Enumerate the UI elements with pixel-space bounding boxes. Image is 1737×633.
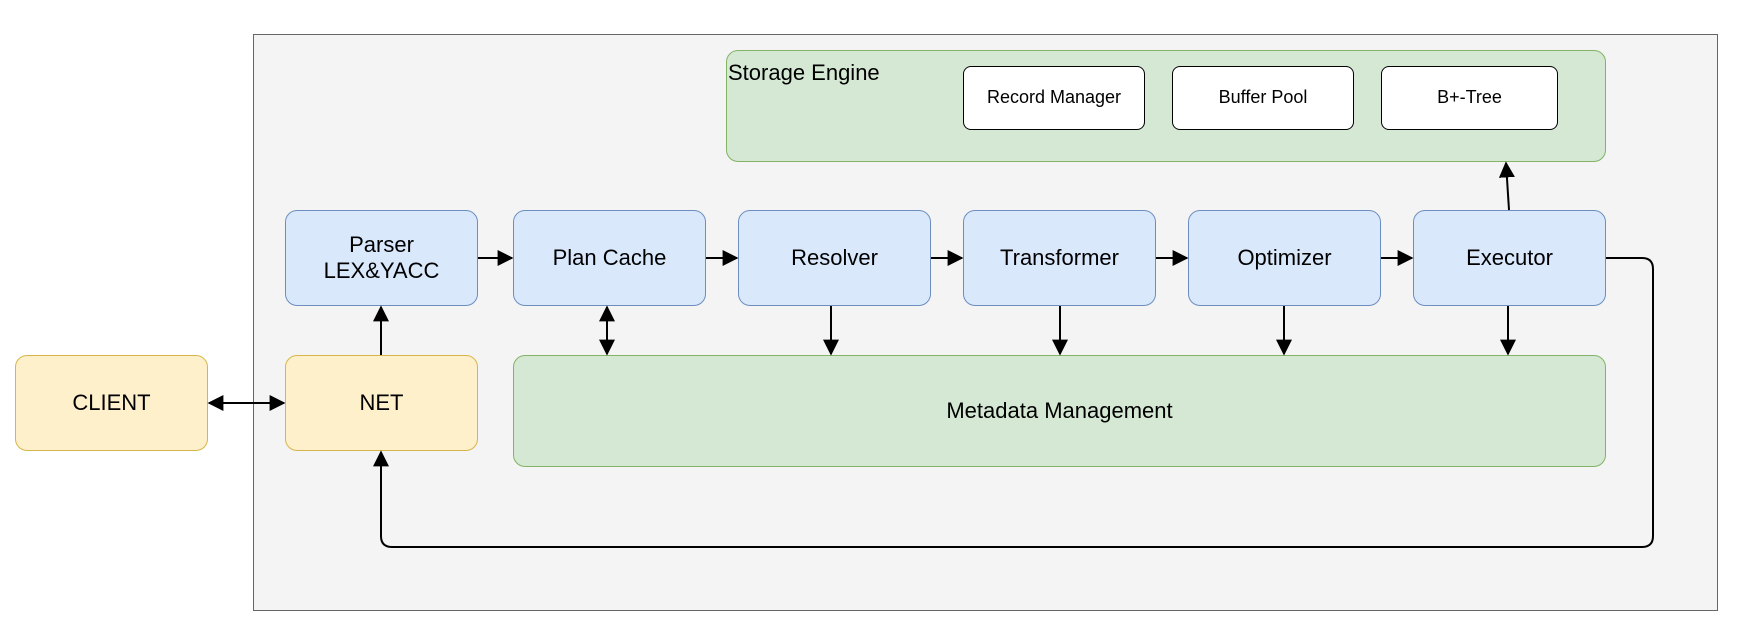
optimizer-node: Optimizer [1188,210,1381,306]
executor-node: Executor [1413,210,1606,306]
b-plus-tree-node: B+-Tree [1381,66,1558,130]
edge-executor-net-return [373,257,1654,548]
metadata-management-node: Metadata Management [513,355,1606,467]
net-node: NET [285,355,478,451]
transformer-node: Transformer [963,210,1156,306]
plan-cache-node: Plan Cache [513,210,706,306]
buffer-pool-node: Buffer Pool [1172,66,1354,130]
parser-node: Parser LEX&YACC [285,210,478,306]
client-node: CLIENT [15,355,208,451]
resolver-node: Resolver [738,210,931,306]
storage-engine-label: Storage Engine [728,60,880,85]
record-manager-node: Record Manager [963,66,1145,130]
edge-executor-storage [1498,161,1515,211]
